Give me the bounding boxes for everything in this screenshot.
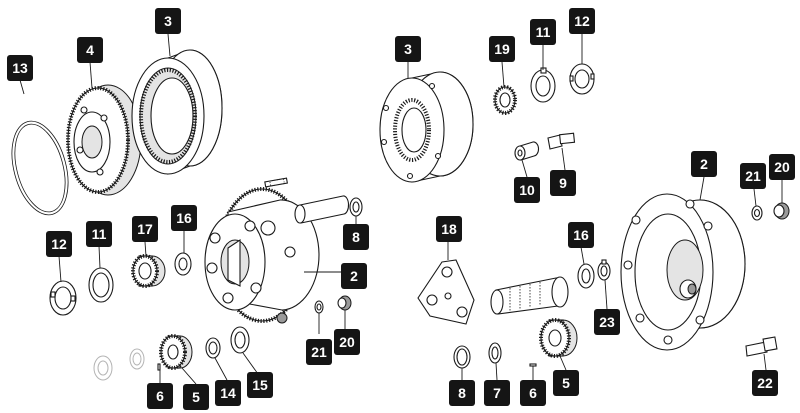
callout-12-right: 12 [569, 8, 595, 34]
bolt-9 [547, 132, 576, 150]
ring-gear-3-right [379, 71, 474, 183]
washer-7 [488, 342, 502, 364]
callout-14: 14 [215, 380, 241, 406]
callout-2-right: 2 [691, 151, 717, 177]
callout-16-right: 16 [568, 222, 594, 248]
faint-washers [93, 348, 145, 381]
thrust-washer-16-right [577, 263, 595, 289]
gear-flange-4 [66, 84, 142, 196]
tab-washer-11 [88, 267, 114, 303]
washer-15 [230, 326, 250, 354]
carrier-plate-18 [417, 259, 475, 325]
tab-washer-11-right [530, 67, 556, 103]
callout-11-right: 11 [530, 19, 556, 45]
spline-gear-17 [131, 254, 166, 288]
small-bolt [264, 177, 288, 188]
callout-20-right: 20 [769, 154, 795, 180]
callout-6-right: 6 [520, 380, 546, 406]
snap-ring-8-left [349, 197, 363, 217]
plug-20-right [773, 202, 790, 220]
callout-4-left: 4 [77, 37, 103, 63]
callout-11-left: 11 [86, 221, 112, 247]
washer-14 [205, 337, 221, 359]
spline-collar-19 [493, 85, 517, 115]
lock-nut-12 [49, 280, 77, 316]
hub-housing-2-right [620, 193, 746, 351]
gear-5-right [539, 318, 578, 358]
ring-gear-3 [131, 49, 223, 175]
callout-20-left: 20 [334, 329, 360, 355]
callout-22: 22 [752, 370, 778, 396]
callout-17: 17 [132, 216, 158, 242]
pin-6-left [157, 363, 161, 371]
bolt-22 [745, 336, 778, 357]
callout-7: 7 [484, 380, 510, 406]
callout-10: 10 [514, 177, 540, 203]
callout-8-right: 8 [449, 380, 475, 406]
callout-6-left: 6 [147, 383, 173, 409]
callout-21-left: 21 [306, 339, 332, 365]
gear-5-left [159, 334, 193, 370]
callout-12-left: 12 [46, 231, 72, 257]
callout-8-left: 8 [343, 224, 369, 250]
callout-9: 9 [550, 170, 576, 196]
callout-5-right: 5 [553, 370, 579, 396]
callout-16-left: 16 [171, 205, 197, 231]
callout-21-right: 21 [740, 163, 766, 189]
pin-6-right [529, 363, 537, 367]
callout-19: 19 [489, 36, 515, 62]
callout-3-left: 3 [155, 8, 181, 34]
leader-lines [19, 33, 783, 385]
snap-ring-8-right [453, 345, 471, 369]
callout-23: 23 [594, 309, 620, 335]
callout-2-left: 2 [341, 263, 367, 289]
lock-nut-12-right [569, 63, 595, 95]
shaft-pin [294, 195, 350, 224]
callout-5-left: 5 [183, 384, 209, 410]
plug-20-left [337, 295, 352, 311]
callout-15: 15 [247, 372, 273, 398]
thrust-washer-16 [174, 252, 192, 276]
tab-washer-23 [597, 259, 611, 281]
hub-housing-2 [204, 187, 320, 324]
washer-21-right [751, 205, 763, 221]
snap-ring-13 [11, 120, 69, 216]
callout-3-right: 3 [395, 36, 421, 62]
callout-13-left: 13 [7, 55, 33, 81]
callout-18: 18 [436, 216, 462, 242]
washer-21-left [314, 300, 324, 314]
spline-shaft [490, 276, 569, 315]
bushing-10 [514, 141, 540, 161]
